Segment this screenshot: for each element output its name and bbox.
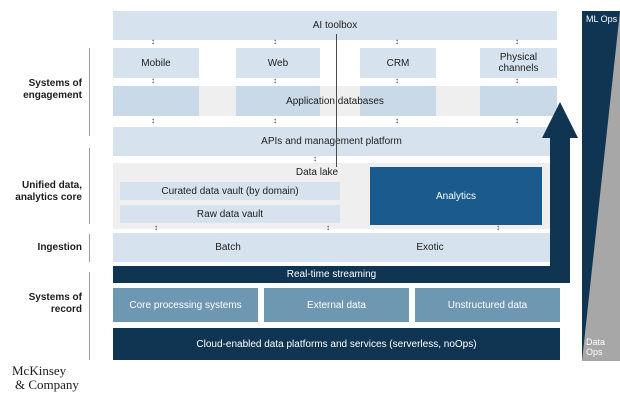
row-label-engagement: Systems of engagement xyxy=(23,78,82,101)
logo-line-2: & Company xyxy=(15,377,79,392)
arrow-mobile-db: ↕ xyxy=(151,76,155,85)
ai-to-lake-line xyxy=(336,34,337,167)
arrow-physical-up: ↕ xyxy=(515,37,519,46)
mckinsey-logo: McKinsey & Company xyxy=(12,364,79,392)
mobile-box: Mobile xyxy=(113,48,199,78)
app-db-segment-physical xyxy=(480,86,557,116)
curated-vault-box: Curated data vault (by domain) xyxy=(120,182,340,200)
arrow-crm-api: ↕ xyxy=(395,116,399,125)
app-db-segment-crm xyxy=(360,86,436,116)
arrow-mid-lake: ↕ xyxy=(326,223,330,232)
arrow-physical-api: ↕ xyxy=(515,116,519,125)
bracket-engagement xyxy=(86,48,90,136)
arrow-physical-db: ↕ xyxy=(515,76,519,85)
ingestion-band xyxy=(113,233,550,262)
data-lake-label: Data lake xyxy=(295,166,339,178)
row-label-unified: Unified data, analytics core xyxy=(15,180,82,203)
arrow-web-api: ↕ xyxy=(273,116,277,125)
core-processing-box: Core processing systems xyxy=(113,288,258,322)
batch-label: Batch xyxy=(215,242,241,253)
exotic-label: Exotic xyxy=(416,242,444,253)
ml-ops-label: ML Ops xyxy=(586,14,618,24)
arrow-web-db: ↕ xyxy=(273,76,277,85)
arrow-mobile-up: ↕ xyxy=(151,37,155,46)
arrow-batch-lake: ↕ xyxy=(154,223,158,232)
crm-box: CRM xyxy=(360,48,436,78)
app-db-segment-web xyxy=(236,86,320,116)
bracket-record xyxy=(86,272,90,360)
app-db-label: Application databases xyxy=(286,95,384,107)
raw-vault-box: Raw data vault xyxy=(120,205,340,223)
web-box: Web xyxy=(236,48,320,78)
data-ops-label: Data Ops xyxy=(586,337,606,357)
external-data-box: External data xyxy=(264,288,409,322)
arrow-crm-db: ↕ xyxy=(395,76,399,85)
cloud-platform-bar: Cloud-enabled data platforms and service… xyxy=(113,328,560,360)
streaming-up-arrow xyxy=(538,102,578,283)
physical-channels-box: Physical channels xyxy=(480,48,557,78)
analytics-box: Analytics xyxy=(370,167,542,225)
row-label-ingestion: Ingestion xyxy=(37,242,82,253)
arrow-api-lake: ↕ xyxy=(313,154,317,163)
unstructured-data-box: Unstructured data xyxy=(415,288,560,322)
apis-box: APIs and management platform xyxy=(113,127,550,156)
bracket-ingestion xyxy=(86,234,90,262)
ai-toolbox-box: AI toolbox xyxy=(113,11,557,40)
ops-wedge xyxy=(582,11,620,361)
arrow-exotic-lake: ↕ xyxy=(496,223,500,232)
streaming-bar: Real-time streaming xyxy=(113,266,550,283)
arrow-web-up: ↕ xyxy=(273,37,277,46)
arrow-crm-up: ↕ xyxy=(395,37,399,46)
row-label-record: Systems of record xyxy=(28,292,82,315)
app-db-segment-mobile xyxy=(113,86,199,116)
arrow-mobile-api: ↕ xyxy=(151,116,155,125)
logo-line-1: McKinsey xyxy=(12,363,67,378)
bracket-unified xyxy=(86,148,90,224)
